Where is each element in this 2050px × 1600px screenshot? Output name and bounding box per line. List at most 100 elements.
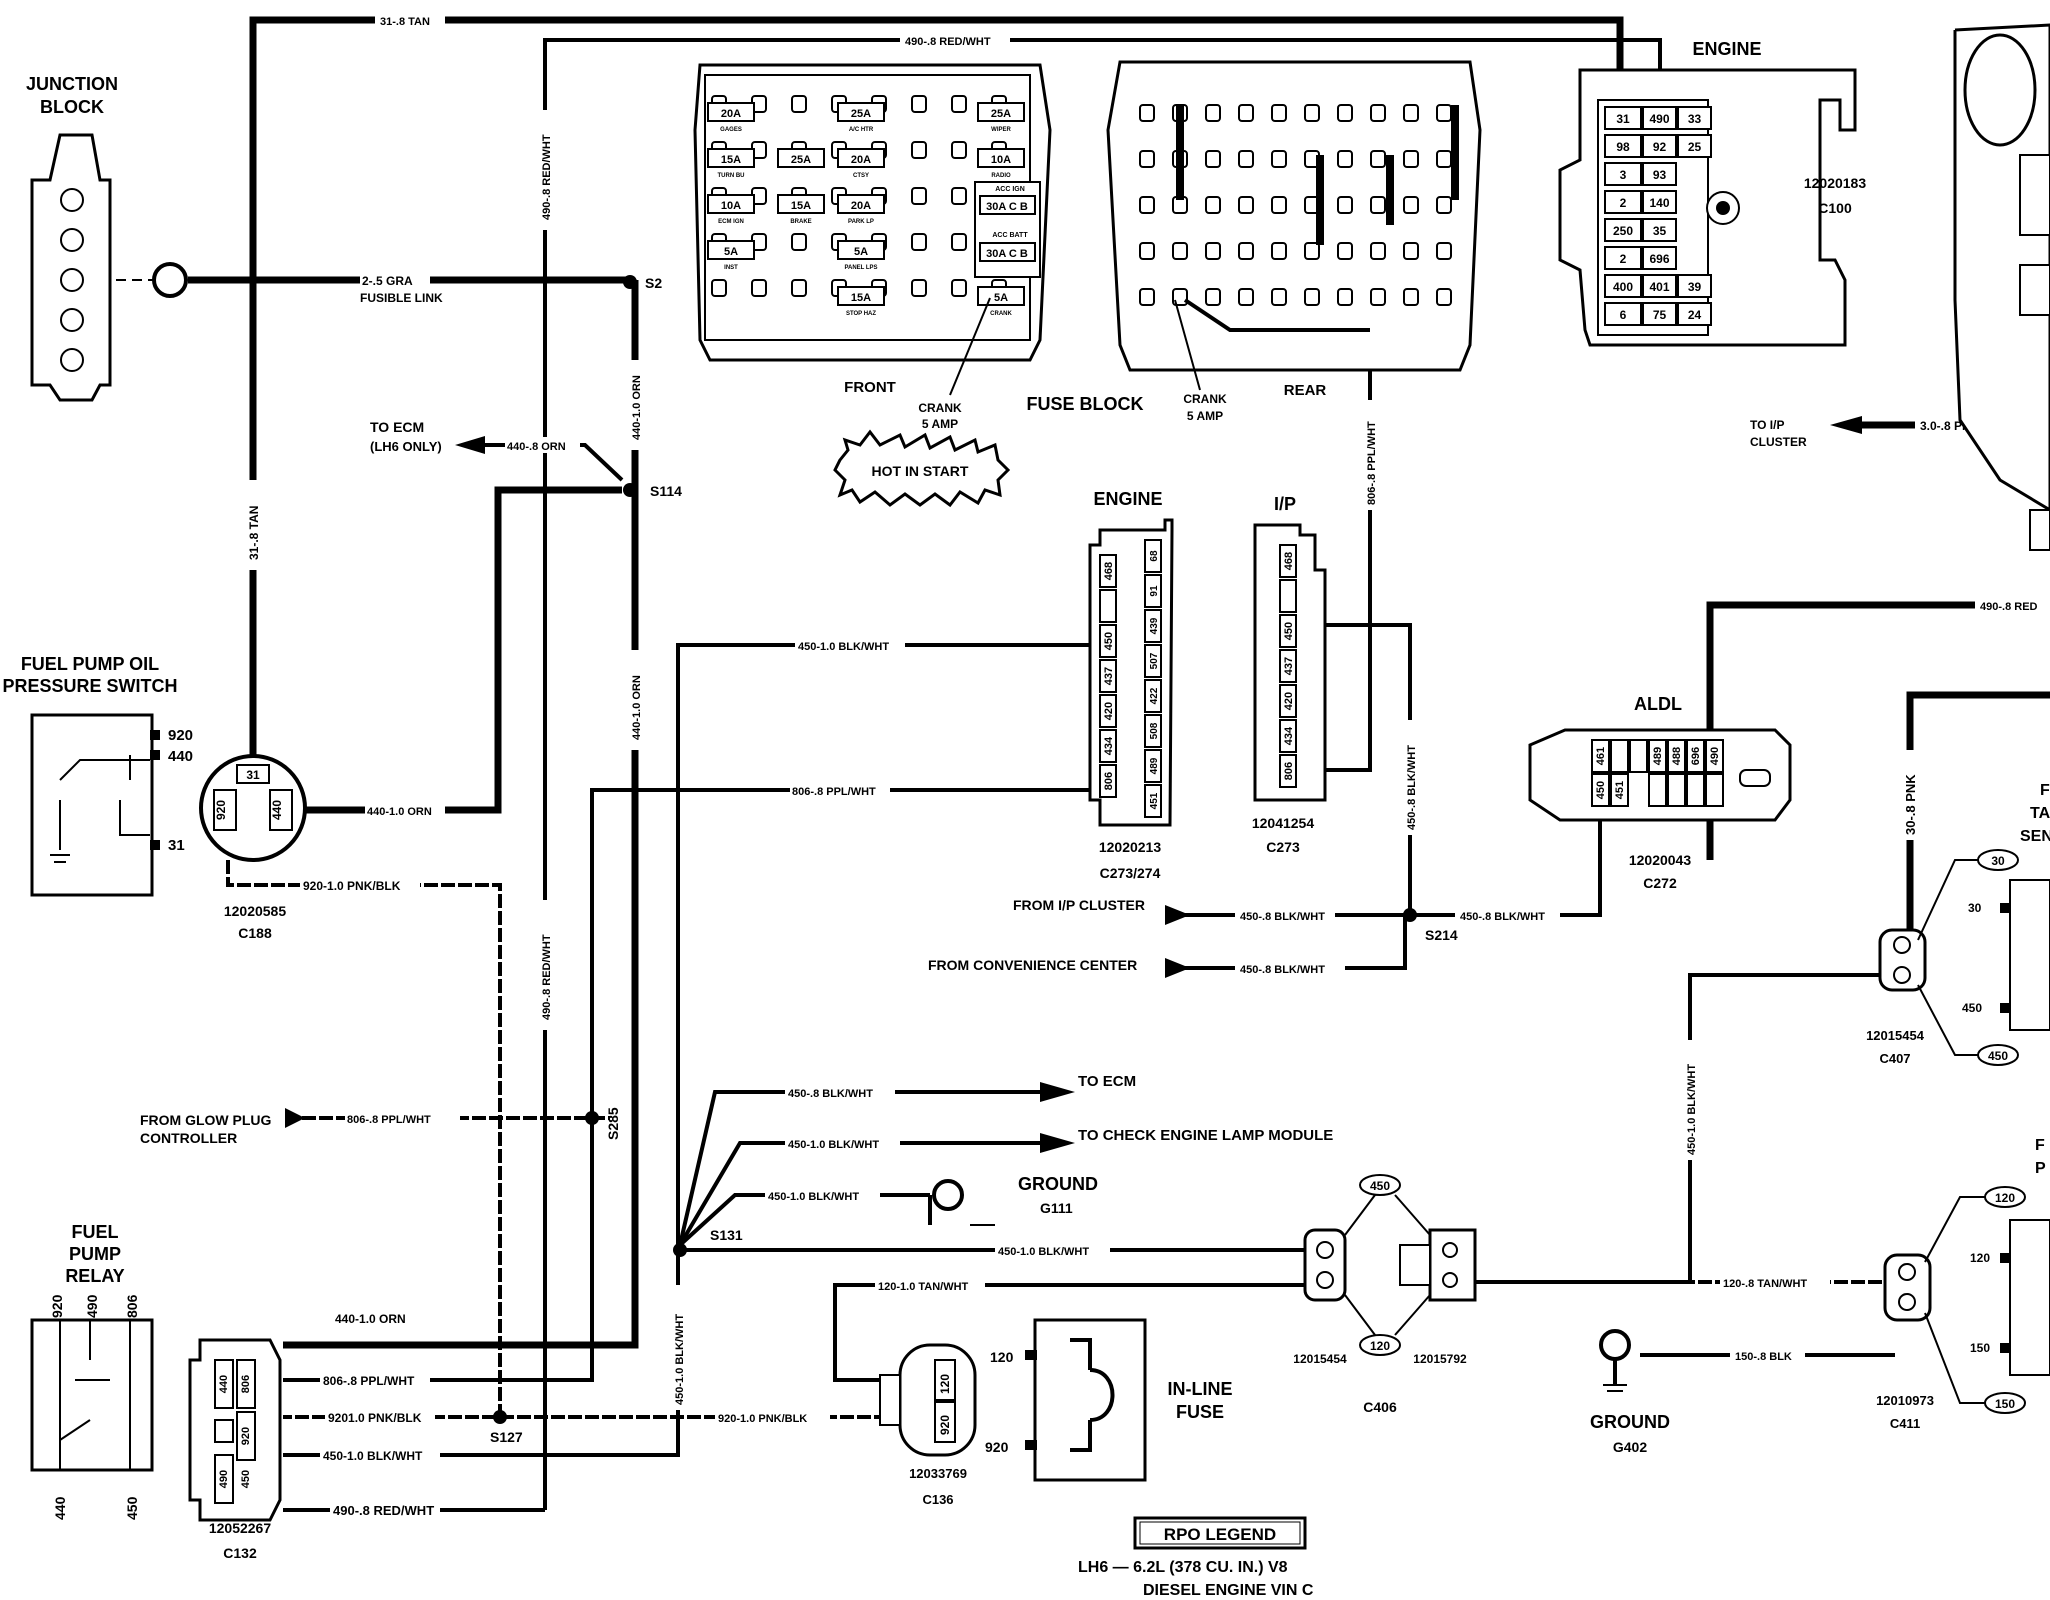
lbl-490-vert: 490-.8 RED/WHT xyxy=(541,134,553,220)
fuse-amp: 5A xyxy=(854,246,868,258)
c273e-right-cell: 508 xyxy=(1149,722,1160,739)
fuse-amp: 5A xyxy=(724,246,738,258)
lbl-30-pnk: 30-.8 PNK xyxy=(1903,774,1918,835)
c188-conn: C188 xyxy=(238,925,272,941)
inline-title-2: FUSE xyxy=(1176,1402,1224,1422)
inline-title-1: IN-LINE xyxy=(1168,1379,1233,1399)
lbl-450-lamp: 450-1.0 BLK/WHT xyxy=(788,1139,879,1151)
relay-title-1: FUEL xyxy=(72,1222,119,1242)
c100-cell: 490 xyxy=(1649,112,1669,126)
c411-t120: 120 xyxy=(1995,1191,2015,1205)
fuse-acc-batt: ACC BATT xyxy=(992,232,1028,239)
lbl-ground1: GROUND xyxy=(1018,1174,1098,1194)
c132-cav-806: 806 xyxy=(240,1375,252,1393)
c273e-right-cell: 507 xyxy=(1149,652,1160,669)
c407-title-3: SEN xyxy=(2020,828,2050,845)
c132-cav-920: 920 xyxy=(240,1427,252,1445)
fuse-name: PARK LP xyxy=(848,219,874,225)
c411-part: 12010973 xyxy=(1876,1393,1934,1408)
lbl-440-switch: 440-1.0 ORN xyxy=(367,806,432,818)
crank1b: 5 AMP xyxy=(922,417,958,431)
fuse-cb1: 30A C B xyxy=(986,201,1028,213)
c273e-left-cell: 450 xyxy=(1103,632,1115,650)
c100-cell: 401 xyxy=(1649,280,1669,294)
lbl-450-fip: 450-.8 BLK/WHT xyxy=(1240,911,1325,923)
fuse-block-title: FUSE BLOCK xyxy=(1027,394,1144,414)
lbl-s131: S131 xyxy=(710,1227,743,1243)
lbl-to-ip-1: TO I/P xyxy=(1750,418,1784,432)
wire-920-pnk xyxy=(226,860,502,1419)
c407-t450: 450 xyxy=(1988,1049,2008,1063)
c273e-left-cell: 420 xyxy=(1103,702,1115,720)
aldl-part: 12020043 xyxy=(1629,852,1692,868)
lbl-from-ip: FROM I/P CLUSTER xyxy=(1013,897,1145,913)
splice-s214 xyxy=(1403,908,1417,922)
c411-t150: 150 xyxy=(1995,1397,2015,1411)
fuse-cb2: 30A C B xyxy=(986,248,1028,260)
fuse-amp: 25A xyxy=(991,108,1011,120)
c273e-right-cell: 451 xyxy=(1149,792,1160,809)
lbl-450-s214: 450-.8 BLK/WHT xyxy=(1460,911,1545,923)
lbl-450-gnd: 450-1.0 BLK/WHT xyxy=(768,1191,859,1203)
ring-terminal xyxy=(152,262,188,298)
c407-p30: 30 xyxy=(1968,901,1982,915)
ip-cell: 806 xyxy=(1283,762,1295,780)
lbl-806-ip: 806-.8 PPL/WHT xyxy=(1366,421,1378,505)
c132-cav-450: 450 xyxy=(240,1470,252,1488)
wire-490-right xyxy=(1706,601,2050,609)
fuse-acc-ign: ACC IGN xyxy=(995,186,1025,193)
arrow-lamp xyxy=(1040,1133,1075,1153)
crank2: CRANK xyxy=(1183,392,1227,406)
aldl-cell-2: 450 xyxy=(1595,781,1607,799)
switch-pin-440: 440 xyxy=(168,748,193,765)
c100-cell: 93 xyxy=(1653,168,1667,182)
fuse-amp: 20A xyxy=(851,200,871,212)
lbl-490-relay: 490-.8 RED/WHT xyxy=(333,1503,434,1518)
c136-part: 12033769 xyxy=(909,1466,967,1481)
wire-31-tan xyxy=(249,16,1624,775)
aldl-cell: 488 xyxy=(1671,747,1683,765)
c273-274-conn: C273/274 xyxy=(1100,865,1161,881)
arrow-to-ecm xyxy=(455,436,485,454)
lbl-lh6only: (LH6 ONLY) xyxy=(370,439,442,454)
lbl-2gra: 2-.5 GRA xyxy=(362,274,413,288)
crank1: CRANK xyxy=(918,401,962,415)
fuel-pump-oil-switch: FUEL PUMP OIL PRESSURE SWITCH 920 440 31… xyxy=(2,654,307,941)
c132-part: 12052267 xyxy=(209,1520,272,1536)
c188-part: 12020585 xyxy=(224,903,287,919)
fuse-name: PANEL LPS xyxy=(844,265,877,271)
c273-274-title: ENGINE xyxy=(1093,489,1162,509)
lbl-440-relay: 440-1.0 ORN xyxy=(335,1312,406,1326)
relay-title-3: RELAY xyxy=(65,1266,124,1286)
crank2b: 5 AMP xyxy=(1187,409,1223,423)
wire-120-c136 xyxy=(833,1283,1305,1382)
g402-title: GROUND xyxy=(1590,1412,1670,1432)
wire-labels: 31-.8 TAN 490-.8 RED/WHT 2-.5 GRA FUSIBL… xyxy=(140,12,2050,1518)
c188-cav-440: 440 xyxy=(270,800,284,820)
lbl-920-c136: 920-1.0 PNK/BLK xyxy=(718,1413,807,1425)
c406-t450: 450 xyxy=(1370,1179,1390,1193)
fuse-front-label: FRONT xyxy=(844,379,896,396)
junction-title-1: JUNCTION xyxy=(26,74,118,94)
c136: 920 120 12033769 C136 xyxy=(879,1343,977,1507)
c132-conn: C132 xyxy=(223,1545,257,1561)
c273e-right-cell: 439 xyxy=(1149,617,1160,634)
c411-title-1: F xyxy=(2035,1137,2045,1154)
fuse-name: A/C HTR xyxy=(849,127,874,133)
arrow-from-ip xyxy=(1165,905,1190,925)
c406-conn: C406 xyxy=(1363,1399,1397,1415)
aldl-conn: C272 xyxy=(1643,875,1677,891)
lbl-s285: S285 xyxy=(605,1107,621,1140)
splice-s131 xyxy=(673,1243,687,1257)
lbl-440-ecm: 440-.8 ORN xyxy=(507,441,566,453)
relay-pin-440: 440 xyxy=(52,1496,68,1520)
c132-connector xyxy=(188,1338,282,1522)
wire-450-right xyxy=(1445,973,1895,1284)
fuse-amp: 10A xyxy=(721,200,741,212)
fuse-name: CRANK xyxy=(990,311,1012,317)
c411-p120: 120 xyxy=(1970,1251,1990,1265)
fuse-name: CTSY xyxy=(853,173,869,179)
